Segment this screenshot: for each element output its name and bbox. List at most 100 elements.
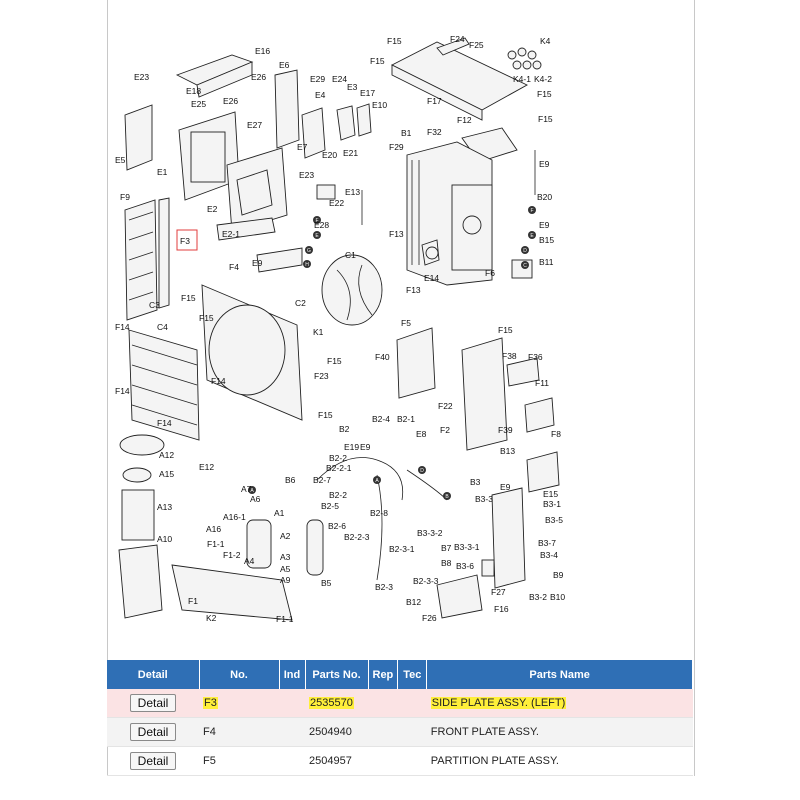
label-A10: A10 [157, 534, 172, 544]
label-E27: E27 [247, 120, 262, 130]
label-E5: E5 [115, 155, 126, 165]
label-B7: B7 [441, 543, 452, 553]
label-F1-1b: F1-1 [276, 614, 294, 624]
top-cover-group [391, 37, 542, 286]
label-E26: E26 [251, 72, 266, 82]
label-A1: A1 [274, 508, 285, 518]
label-B15: B15 [539, 235, 554, 245]
label-K4: K4 [540, 36, 551, 46]
label-B3-1: B3-1 [543, 499, 561, 509]
parts-no: 2504957 [305, 746, 368, 776]
label-C3: C3 [149, 300, 160, 310]
label-B2-3: B2-3 [375, 582, 393, 592]
marker-c: C [523, 263, 527, 269]
label-E9b: E9 [539, 159, 550, 169]
label-E2: E2 [207, 204, 218, 214]
label-E19: E19 [344, 442, 359, 452]
label-E14: E14 [424, 273, 439, 283]
label-F9: F9 [120, 192, 130, 202]
label-F1-2: F1-2 [223, 550, 241, 560]
label-C1: C1 [345, 250, 356, 260]
label-B13: B13 [500, 446, 515, 456]
label-B2-3-3: B2-3-3 [413, 576, 439, 586]
label-F11: F11 [535, 378, 549, 388]
bracket-group [124, 54, 372, 273]
label-A2: A2 [280, 531, 291, 541]
detail-button[interactable]: Detail [129, 694, 177, 712]
label-B11: B11 [539, 257, 554, 267]
label-F4: F4 [229, 262, 239, 272]
part-number-ref: F5 [199, 746, 279, 776]
marker-b: B [445, 494, 449, 500]
part-number-ref: F3 [203, 697, 218, 709]
header-rep: Rep [368, 660, 399, 689]
label-E9a: E9 [252, 258, 263, 268]
label-F13a: F13 [389, 229, 404, 239]
header-no: No. [199, 660, 280, 689]
label-A7: A7 [241, 484, 252, 494]
label-B20: B20 [537, 192, 552, 202]
label-A16-1: A16-1 [223, 512, 246, 522]
exploded-parts-diagram: E16 E23 E6 E26 E18 E25 E26 E27 E29 E24 E… [107, 20, 693, 640]
label-F15e: F15 [181, 293, 196, 303]
label-F1-1a: F1-1 [207, 539, 225, 549]
label-E6: E6 [279, 60, 290, 70]
label-B2-2-3: B2-2-3 [344, 532, 370, 542]
label-A4: A4 [244, 556, 255, 566]
label-E13: E13 [345, 187, 360, 197]
label-F15g: F15 [327, 356, 342, 366]
label-F6: F6 [485, 268, 495, 278]
label-A3: A3 [280, 552, 291, 562]
label-B3-3-2: B3-3-2 [417, 528, 443, 538]
diagram-canvas: E16 E23 E6 E26 E18 E25 E26 E27 E29 E24 E… [115, 34, 565, 624]
label-E9d: E9 [360, 442, 371, 452]
parts-table: Detail No. Ind Parts No. Rep Tec Parts N… [107, 660, 693, 776]
label-E24: E24 [332, 74, 347, 84]
label-E16: E16 [255, 46, 270, 56]
label-F16: F16 [494, 604, 509, 614]
label-F32: F32 [427, 127, 442, 137]
marker-d2: D [420, 468, 424, 474]
label-F3: F3 [180, 236, 190, 246]
label-E28: E28 [314, 220, 329, 230]
label-B3-3: B3-3 [475, 494, 493, 504]
label-E26b: E26 [223, 96, 238, 106]
compressor-piping-group [118, 434, 526, 621]
label-A12: A12 [159, 450, 174, 460]
label-B1: B1 [401, 128, 412, 138]
detail-button[interactable]: Detail [129, 752, 177, 770]
label-E8: E8 [416, 429, 427, 439]
label-K2: K2 [206, 613, 217, 623]
label-F15b: F15 [370, 56, 385, 66]
label-E21: E21 [343, 148, 358, 158]
label-F38: F38 [502, 351, 517, 361]
label-F14b: F14 [211, 376, 226, 386]
label-F8: F8 [551, 429, 561, 439]
label-B2-4: B2-4 [372, 414, 390, 424]
parts-name: SIDE PLATE ASSY. (LEFT) [430, 697, 567, 709]
label-F36: F36 [528, 352, 543, 362]
label-E2-1: E2-1 [222, 229, 240, 239]
label-C2: C2 [295, 298, 306, 308]
label-F14c: F14 [115, 386, 130, 396]
label-K4-2: K4-2 [534, 74, 552, 84]
label-E23b: E23 [299, 170, 314, 180]
table-row: Detail F5 2504957 PARTITION PLATE ASSY. [107, 746, 693, 776]
table-row: Detail F4 2504940 FRONT PLATE ASSY. [107, 717, 693, 747]
label-K4-1: K4-1 [513, 74, 531, 84]
label-E10: E10 [372, 100, 387, 110]
label-B2-2a: B2-2 [329, 453, 347, 463]
label-B3: B3 [470, 477, 481, 487]
table-row: Detail F3 2535570 SIDE PLATE ASSY. (LEFT… [107, 689, 693, 718]
label-B9: B9 [553, 570, 564, 580]
label-F26: F26 [422, 613, 437, 623]
label-F29: F29 [389, 142, 404, 152]
label-F12: F12 [457, 115, 472, 125]
label-F24: F24 [450, 34, 465, 44]
label-B3-7: B3-7 [538, 538, 556, 548]
label-A5: A5 [280, 564, 291, 574]
parts-name: FRONT PLATE ASSY. [426, 717, 693, 747]
label-F15d: F15 [538, 114, 553, 124]
label-F13b: F13 [406, 285, 421, 295]
detail-button[interactable]: Detail [129, 723, 177, 741]
